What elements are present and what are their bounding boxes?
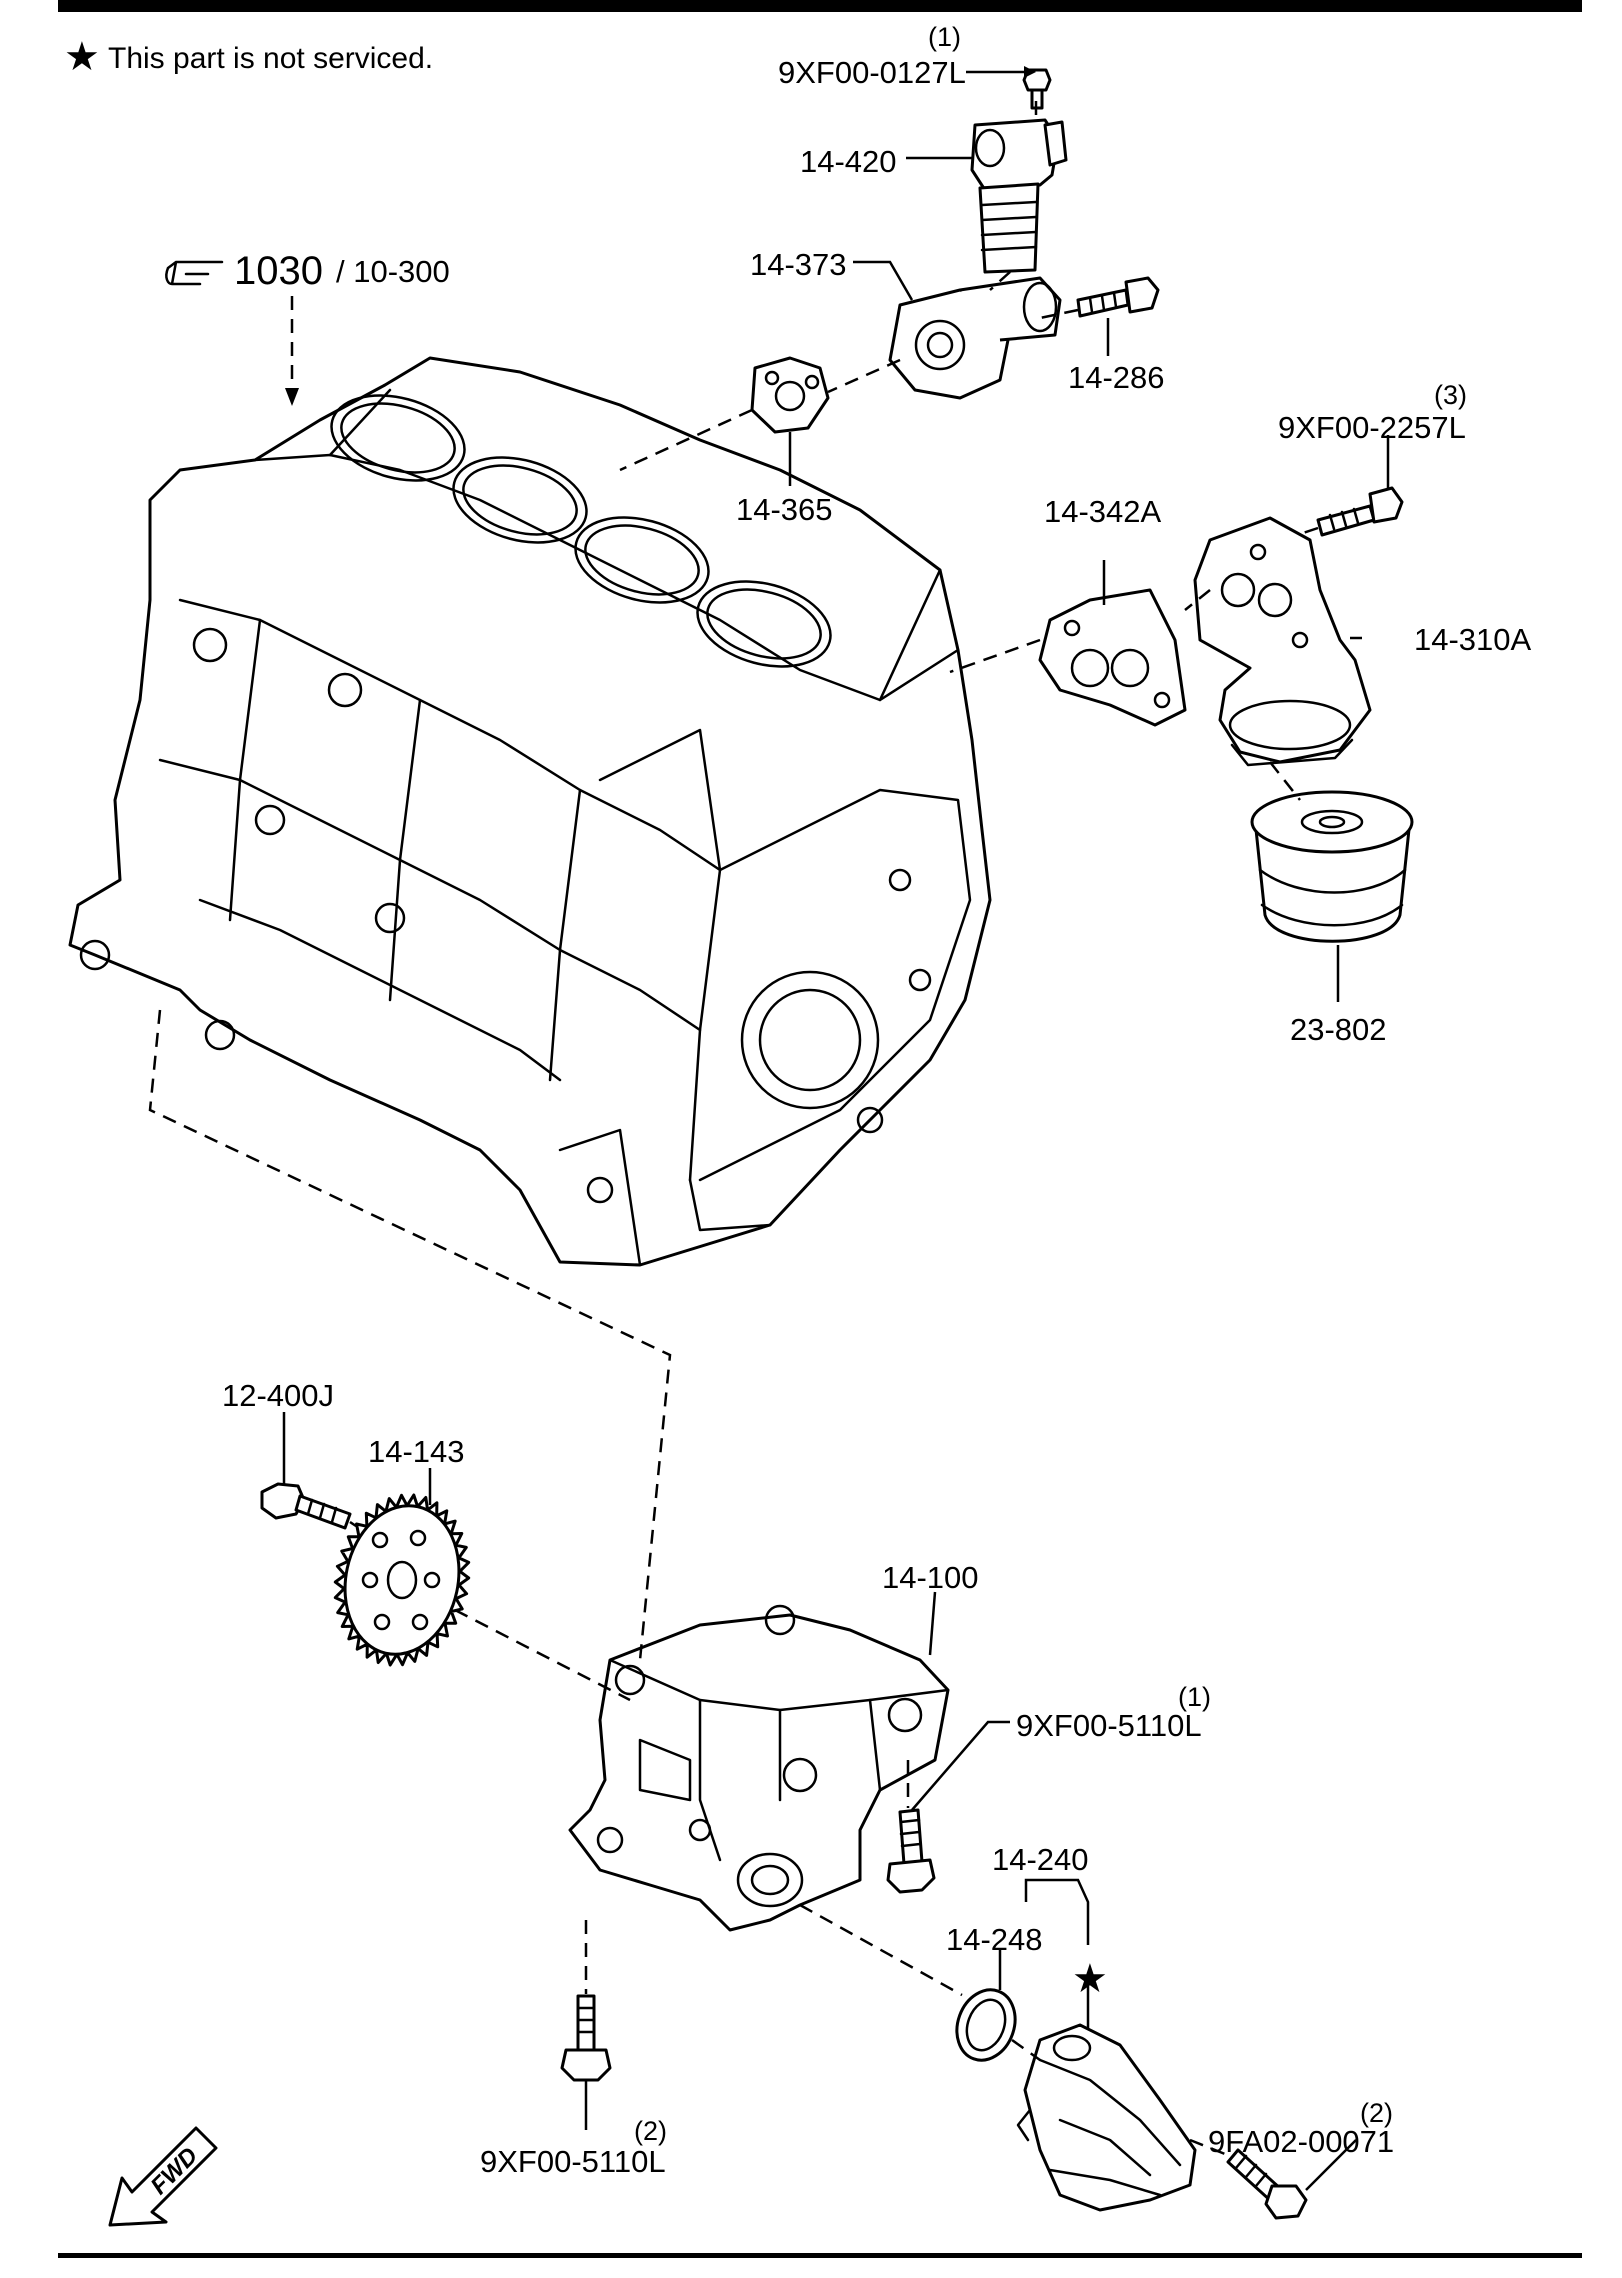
legend-note: This part is not serviced. — [108, 42, 433, 75]
assembly-dashed-lines — [148, 92, 1319, 2158]
bottom-rule — [58, 2253, 1582, 2258]
label-9xf00-5110l-bottom-qty: (2) — [634, 2116, 667, 2146]
label-9xf00-5110l-bottom: 9XF00-5110L — [480, 2144, 666, 2179]
gasket-14-342a — [1038, 588, 1187, 727]
label-14-365: 14-365 — [736, 492, 833, 527]
pointing-hand-icon — [165, 260, 224, 286]
label-23-802: 23-802 — [1290, 1012, 1387, 1047]
part-labels: (1) 9XF00-0127L 14-420 14-373 14-286 14-… — [222, 22, 1532, 2179]
bolt-9xf00-2257l — [1316, 486, 1404, 537]
bolt-9xf00-5110l-top — [886, 1808, 936, 1894]
o-ring-14-248 — [955, 1988, 1017, 2062]
bolt-12-400j — [260, 1482, 352, 1530]
reference-callout: 1030 / 10-300 — [165, 249, 450, 406]
label-14-373: 14-373 — [750, 247, 847, 282]
label-9xf00-5110l-top-qty: (1) — [1178, 1682, 1211, 1712]
label-9xf00-2257l-qty: (3) — [1434, 380, 1467, 410]
label-9xf00-0127l-qty: (1) — [928, 22, 961, 52]
reference-sub: / 10-300 — [336, 254, 450, 289]
label-14-286: 14-286 — [1068, 360, 1165, 395]
label-9fa02-00071: 9FA02-00071 — [1208, 2124, 1394, 2159]
label-12-400j: 12-400J — [222, 1378, 334, 1413]
cylinder-block — [68, 356, 992, 1267]
top-rule — [58, 0, 1582, 12]
bolt-9xf00-0127l — [1022, 68, 1052, 110]
label-9xf00-0127l: 9XF00-0127L — [778, 55, 966, 90]
label-14-420: 14-420 — [800, 144, 897, 179]
label-14-248: 14-248 — [946, 1922, 1043, 1957]
solenoid-valve-14-373 — [888, 276, 1062, 400]
label-14-100: 14-100 — [882, 1560, 979, 1595]
bolt-9fa02-00071 — [1226, 2148, 1308, 2220]
bolt-9xf00-5110l-bottom — [560, 1994, 612, 2082]
label-9xf00-2257l: 9XF00-2257L — [1278, 410, 1466, 445]
label-14-342a: 14-342A — [1044, 494, 1162, 529]
leader-lines — [282, 66, 1390, 2191]
oil-control-valve-14-420 — [970, 118, 1068, 274]
reference-code: 1030 — [234, 249, 323, 293]
label-14-240: 14-240 — [992, 1842, 1089, 1877]
label-9fa02-00071-qty: (2) — [1360, 2098, 1393, 2128]
fwd-arrow-icon: FWD — [108, 2126, 218, 2227]
label-star-mark: ★ — [1072, 1957, 1108, 2001]
label-14-310a: 14-310A — [1414, 622, 1532, 657]
legend-star: ★ — [64, 35, 100, 79]
oil-strainer-14-240 — [1016, 2023, 1197, 2212]
gasket-14-365 — [750, 356, 830, 434]
bolt-14-286 — [1076, 276, 1160, 318]
sprocket-14-143 — [333, 1493, 471, 1667]
oil-filter-23-802 — [1250, 790, 1414, 943]
label-9xf00-5110l-top: 9XF00-5110L — [1016, 1708, 1202, 1743]
label-14-143: 14-143 — [368, 1434, 465, 1469]
oil-filter-body-14-310a — [1193, 516, 1372, 767]
